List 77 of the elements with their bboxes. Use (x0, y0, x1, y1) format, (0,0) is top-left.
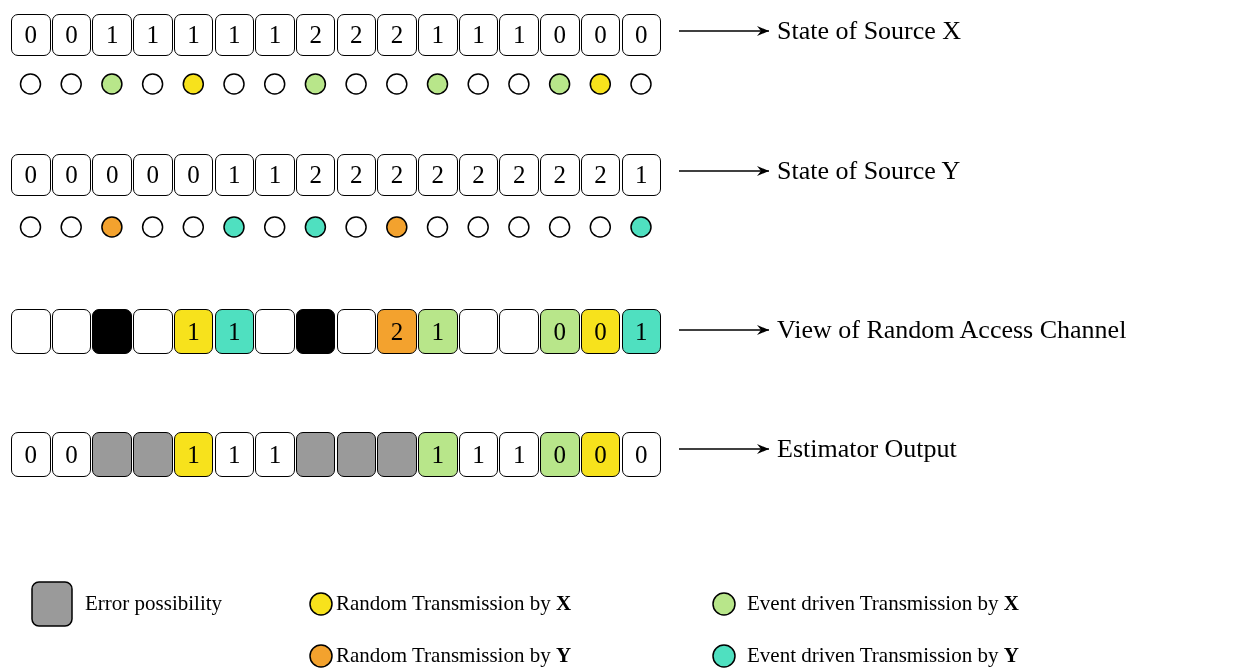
state-cell: 0 (92, 154, 132, 196)
legend-label: Event driven Transmission by X (747, 591, 1019, 616)
state-cell: 2 (336, 14, 377, 56)
collision-slot (92, 309, 132, 354)
empty-slot (499, 309, 539, 354)
legend-label: Event driven Transmission by Y (747, 643, 1019, 668)
state-cell: 2 (458, 154, 499, 196)
state-cell: 0 (540, 432, 580, 477)
error-slot (133, 432, 173, 477)
row-label: State of Source X (777, 16, 962, 46)
legend-label: Random Transmission by X (336, 591, 572, 616)
state-cell: 0 (51, 432, 92, 477)
empty-slot (51, 309, 92, 354)
arrow (678, 26, 770, 36)
state-cell: 1 (255, 432, 295, 477)
state-cell: 2 (418, 154, 458, 196)
legend-label: Random Transmission by Y (336, 643, 572, 668)
state-cell: 2 (336, 154, 377, 196)
state-cell: 1 (133, 14, 173, 56)
row-label: State of Source Y (777, 156, 961, 186)
state-cell: 0 (580, 309, 621, 354)
error-slot (295, 432, 336, 477)
state-cell: 0 (540, 309, 580, 354)
error-slot (377, 432, 417, 477)
state-cell: 1 (458, 432, 499, 477)
state-cell: 2 (540, 154, 580, 196)
state-cell: 1 (255, 154, 295, 196)
arrow (678, 325, 770, 335)
state-cell: 2 (499, 154, 539, 196)
state-cell: 1 (621, 154, 661, 196)
state-cell: 2 (377, 309, 417, 354)
state-cell: 0 (51, 154, 92, 196)
state-cell: 1 (214, 309, 254, 354)
state-cell: 1 (173, 14, 214, 56)
state-cell: 2 (580, 154, 621, 196)
state-cell: 1 (499, 14, 539, 56)
empty-slot (133, 309, 173, 354)
arrow (678, 166, 770, 176)
state-cell: 1 (92, 14, 132, 56)
state-cell: 1 (173, 432, 214, 477)
state-cell: 0 (51, 14, 92, 56)
state-cell: 1 (214, 432, 254, 477)
state-cell: 0 (580, 432, 621, 477)
empty-slot (255, 309, 295, 354)
state-cell: 0 (11, 432, 51, 477)
state-cell: 2 (295, 154, 336, 196)
empty-slot (336, 309, 377, 354)
error-slot (92, 432, 132, 477)
state-cell: 2 (377, 14, 417, 56)
empty-slot (11, 309, 51, 354)
empty-slot (458, 309, 499, 354)
state-cell: 1 (255, 14, 295, 56)
state-cell: 1 (214, 14, 254, 56)
state-cell: 1 (214, 154, 254, 196)
collision-slot (295, 309, 336, 354)
state-cell: 1 (458, 14, 499, 56)
arrow (678, 444, 770, 454)
state-cell: 0 (540, 14, 580, 56)
state-cell: 0 (11, 154, 51, 196)
state-cell: 1 (418, 14, 458, 56)
state-cell: 1 (499, 432, 539, 477)
legend-label: Error possibility (85, 591, 223, 616)
state-cell: 0 (621, 14, 661, 56)
state-cell: 2 (295, 14, 336, 56)
row-label: Estimator Output (777, 434, 957, 464)
error-slot (336, 432, 377, 477)
state-cell: 1 (173, 309, 214, 354)
state-cell: 1 (418, 432, 458, 477)
state-cell: 0 (133, 154, 173, 196)
row-label: View of Random Access Channel (777, 315, 1127, 345)
state-cell: 0 (173, 154, 214, 196)
state-cell: 2 (377, 154, 417, 196)
state-cell: 1 (418, 309, 458, 354)
state-cell: 1 (621, 309, 661, 354)
state-cell: 0 (621, 432, 661, 477)
state-cell: 0 (11, 14, 51, 56)
state-cell: 0 (580, 14, 621, 56)
